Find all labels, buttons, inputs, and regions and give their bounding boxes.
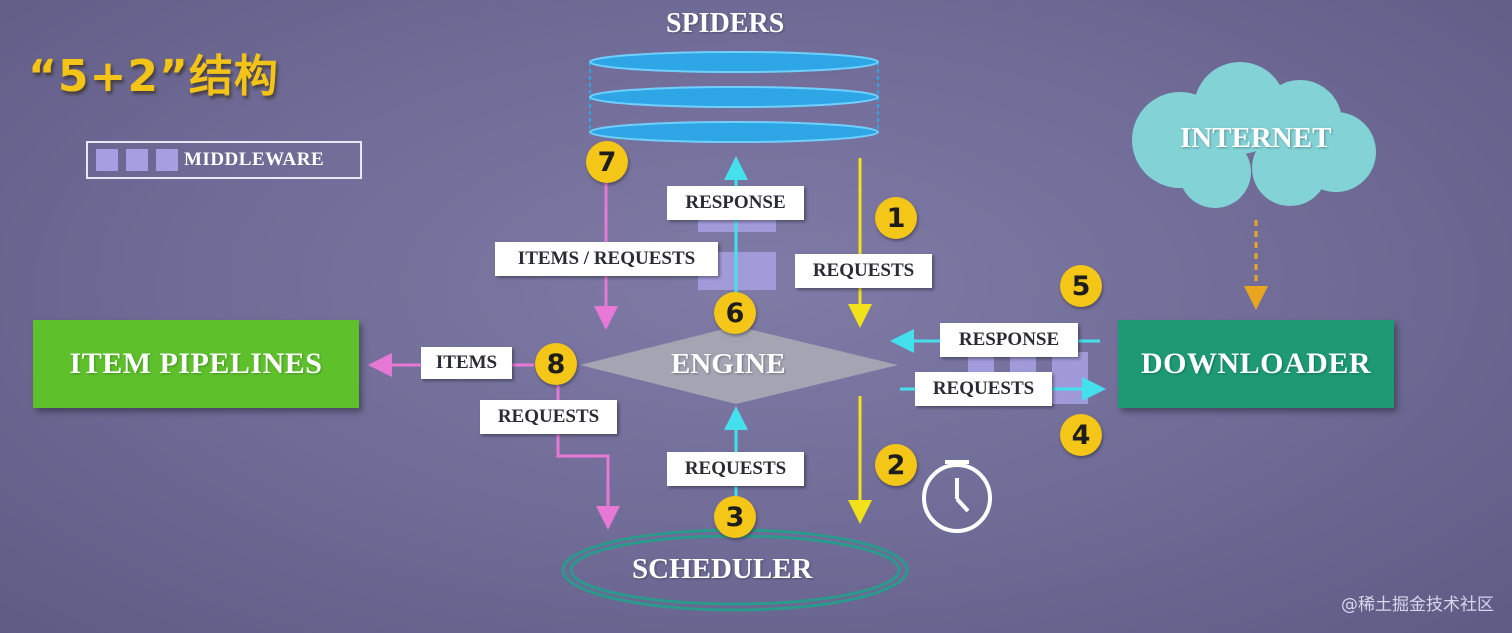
item-pipelines-box: ITEM PIPELINES — [33, 320, 359, 408]
items-to-pipelines-label: ITEMS — [421, 347, 512, 379]
step-badge-2: 2 — [875, 444, 917, 486]
internet-label: INTERNET — [1180, 122, 1332, 154]
downloader-label: DOWNLOADER — [1140, 347, 1371, 380]
middleware-square-icon — [96, 149, 118, 171]
step-badge-3: 3 — [714, 496, 756, 538]
spiders-label: SPIDERS — [666, 8, 785, 39]
requests-from-spiders-label: REQUESTS — [795, 254, 932, 288]
engine-shape — [580, 326, 898, 404]
requests-to-downloader-label: REQUESTS — [915, 372, 1052, 406]
step-badge-5: 5 — [1060, 265, 1102, 307]
requests-from-scheduler-label: REQUESTS — [667, 452, 804, 486]
middleware-square-icon — [156, 149, 178, 171]
middleware-legend: MIDDLEWARE — [86, 141, 362, 179]
requests-to-scheduler-label: REQUESTS — [480, 400, 617, 434]
watermark: @稀土掘金技术社区 — [1341, 595, 1494, 615]
step-badge-1: 1 — [875, 197, 917, 239]
downloader-box: DOWNLOADER — [1118, 320, 1394, 408]
middleware-legend-label: MIDDLEWARE — [184, 149, 325, 170]
step-badge-4: 4 — [1060, 414, 1102, 456]
timer-icon — [922, 460, 992, 533]
spiders-shape — [589, 51, 879, 143]
response-to-spiders-label: RESPONSE — [667, 186, 804, 220]
middleware-square-icon — [126, 149, 148, 171]
step-badge-7: 7 — [586, 141, 628, 183]
step-badge-8: 8 — [535, 343, 577, 385]
response-from-downloader-label: RESPONSE — [940, 323, 1078, 357]
item-pipelines-label: ITEM PIPELINES — [69, 347, 323, 380]
scheduler-label: SCHEDULER — [632, 553, 813, 585]
step-badge-6: 6 — [714, 292, 756, 334]
cloud-icon — [1132, 62, 1376, 208]
diagram-title: “5+2”结构 — [28, 51, 279, 102]
items-requests-label: ITEMS / REQUESTS — [495, 242, 718, 276]
engine-label: ENGINE — [671, 348, 786, 380]
